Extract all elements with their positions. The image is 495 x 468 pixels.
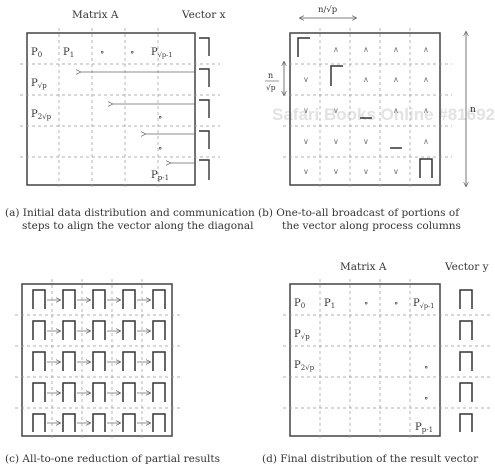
panel-d-caption: (d) Final distribution of the result vec… bbox=[262, 453, 479, 465]
panel-a-p0: P0 bbox=[31, 47, 42, 59]
svg-text:∧: ∧ bbox=[363, 75, 369, 84]
svg-text:∧: ∧ bbox=[423, 106, 429, 115]
panel-b: n/√p n √p n ∧ ∧ ∧ ∧ ∨ ∧ ∧ ∧ ∨ ∨ bbox=[258, 5, 476, 232]
svg-text:∨: ∨ bbox=[393, 167, 399, 176]
panel-a-header-vector: Vector x bbox=[181, 9, 226, 21]
panel-a-p-2sqrtp: P2√p bbox=[31, 109, 52, 121]
panel-d-header-vector: Vector y bbox=[444, 261, 489, 273]
panel-d: Matrix A Vector y P0 P1 ∘ ∘ P√p-1 P√p P2… bbox=[262, 261, 490, 465]
panel-d-p-sqrtp-minus1: P√p-1 bbox=[413, 298, 434, 310]
panel-b-matrix-border bbox=[289, 32, 441, 186]
svg-text:∧: ∧ bbox=[393, 75, 399, 84]
panel-b-dim-right: n bbox=[470, 105, 476, 115]
panel-d-header-matrix: Matrix A bbox=[340, 261, 387, 273]
svg-text:∨: ∨ bbox=[333, 106, 339, 115]
panel-a: Matrix A Vector x P0 P1 ∘ bbox=[5, 9, 255, 232]
panel-d-p-2sqrtp: P2√p bbox=[294, 360, 315, 372]
panel-d-ellipsis-2: ∘ bbox=[394, 299, 398, 309]
svg-text:∧: ∧ bbox=[423, 75, 429, 84]
panel-b-diagonal-pieces bbox=[297, 37, 433, 178]
svg-text:∨: ∨ bbox=[363, 137, 369, 146]
svg-text:∧: ∧ bbox=[393, 106, 399, 115]
panel-a-header-matrix: Matrix A bbox=[72, 9, 119, 21]
panel-a-matrix-border bbox=[26, 32, 196, 186]
panel-a-p-sqrtp: P√p bbox=[31, 78, 47, 90]
panel-c-grid bbox=[15, 279, 180, 441]
panel-a-caption-line2: steps to align the vector along the diag… bbox=[22, 220, 254, 232]
panel-a-grid bbox=[20, 28, 220, 190]
panel-d-ellipsis-4: ∘ bbox=[424, 394, 428, 404]
panel-a-p1: P1 bbox=[63, 47, 74, 59]
panel-b-caption-line2: the vector along process columns bbox=[282, 220, 461, 232]
svg-text:∧: ∧ bbox=[423, 137, 429, 146]
panel-c-caption: (c) All-to-one reduction of partial resu… bbox=[5, 453, 220, 465]
panel-d-p0: P0 bbox=[294, 298, 305, 310]
panel-d-matrix-border bbox=[289, 283, 441, 437]
panel-a-p-last: Pp-1 bbox=[151, 170, 169, 182]
panel-a-caption-line1: (a) Initial data distribution and commun… bbox=[5, 207, 255, 219]
panel-d-p-sqrtp: P√p bbox=[294, 329, 310, 341]
panel-c-partial-results bbox=[32, 289, 166, 432]
panel-d-ellipsis-3: ∘ bbox=[424, 363, 428, 373]
panel-c-matrix-border bbox=[21, 283, 173, 437]
panel-a-ellipsis-3: ∘ bbox=[158, 113, 162, 123]
panel-a-ellipsis-2: ∘ bbox=[130, 48, 134, 58]
svg-text:∨: ∨ bbox=[303, 137, 309, 146]
svg-text:∧: ∧ bbox=[363, 45, 369, 54]
panel-d-grid bbox=[283, 279, 490, 441]
svg-text:∧: ∧ bbox=[333, 45, 339, 54]
panel-b-broadcast-arrows: ∧ ∧ ∧ ∧ ∨ ∧ ∧ ∧ ∨ ∨ ∧ ∧ ∨ ∨ ∨ ∧ ∨ ∨ ∨ ∨ bbox=[303, 45, 429, 176]
panel-d-result-vector bbox=[459, 289, 473, 432]
panel-b-dim-top: n/√p bbox=[318, 5, 338, 15]
panel-b-grid bbox=[283, 28, 452, 190]
panel-a-p-sqrtp-minus1: P√p-1 bbox=[151, 47, 172, 59]
panel-a-ellipsis-4: ∘ bbox=[158, 144, 162, 154]
panel-a-ellipsis-1: ∘ bbox=[100, 48, 104, 58]
panel-d-p1: P1 bbox=[324, 298, 335, 310]
svg-text:∨: ∨ bbox=[363, 167, 369, 176]
svg-text:∨: ∨ bbox=[303, 106, 309, 115]
panel-b-dim-left-num: n bbox=[268, 71, 273, 80]
svg-text:∧: ∧ bbox=[423, 45, 429, 54]
panel-d-ellipsis-1: ∘ bbox=[364, 299, 368, 309]
panel-b-caption-line1: (b) One-to-all broadcast of portions of bbox=[258, 207, 460, 219]
svg-text:∨: ∨ bbox=[303, 167, 309, 176]
panel-c: (c) All-to-one reduction of partial resu… bbox=[5, 279, 220, 465]
panel-a-vector-pieces bbox=[199, 37, 210, 180]
svg-text:∨: ∨ bbox=[303, 75, 309, 84]
svg-text:∧: ∧ bbox=[393, 45, 399, 54]
panel-c-reduction-arrows bbox=[47, 300, 150, 423]
panel-b-dim-left-den: √p bbox=[266, 83, 276, 92]
svg-text:∨: ∨ bbox=[333, 167, 339, 176]
panel-d-p-last: Pp-1 bbox=[415, 422, 433, 434]
panel-a-align-arrows bbox=[80, 72, 196, 163]
svg-text:∨: ∨ bbox=[333, 137, 339, 146]
